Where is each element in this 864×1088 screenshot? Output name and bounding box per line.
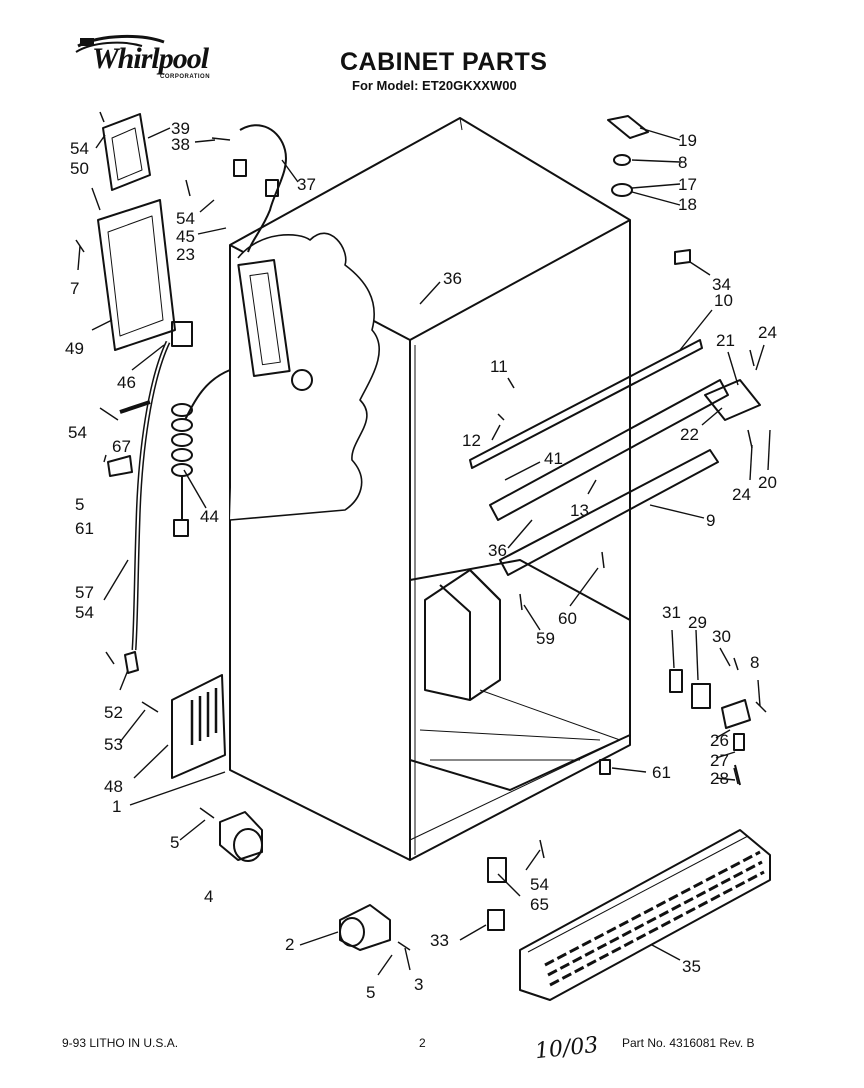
callout-54: 54 [70, 139, 89, 158]
callout-49: 49 [65, 339, 84, 358]
callout-17: 17 [678, 175, 697, 194]
callout-35: 35 [682, 957, 701, 976]
callout-26: 26 [710, 731, 729, 750]
model-subtitle: For Model: ET20GKXXW00 [352, 78, 517, 93]
callout-29: 29 [688, 613, 707, 632]
screws [75, 111, 767, 951]
callout-3: 3 [414, 975, 423, 994]
callout-5: 5 [366, 983, 375, 1002]
callout-27: 27 [710, 751, 729, 770]
callout-45: 45 [176, 227, 195, 246]
toe-grille-35 [519, 829, 771, 1001]
callout-48: 48 [104, 777, 123, 796]
brand-name: Whirlpool [92, 42, 209, 75]
callout-11: 11 [490, 357, 508, 376]
callout-36: 36 [443, 269, 462, 288]
callout-52: 52 [104, 703, 123, 722]
callout-44: 44 [200, 507, 219, 526]
callout-41: 41 [544, 449, 563, 468]
cabinet-shell [229, 117, 631, 861]
callout-54: 54 [75, 603, 94, 622]
callout-65: 65 [530, 895, 549, 914]
print-info: 9-93 LITHO IN U.S.A. [62, 1036, 179, 1050]
callout-24: 24 [732, 485, 751, 504]
power-cord-44 [171, 369, 231, 537]
callout-10: 10 [714, 291, 733, 310]
callout-13: 13 [570, 501, 589, 520]
callout-20: 20 [758, 473, 777, 492]
leader-lines [77, 127, 771, 976]
callout-4: 4 [204, 887, 213, 906]
callout-61: 61 [75, 519, 94, 538]
brand-corporation: CORPORATION [160, 74, 211, 80]
drain-tube-57 [131, 321, 193, 651]
callout-7: 7 [70, 279, 79, 298]
page-number: 2 [419, 1036, 426, 1050]
callout-8: 8 [750, 653, 759, 672]
callout-53: 53 [104, 735, 123, 754]
callout-37: 37 [297, 175, 316, 194]
rear-roller-4 [219, 811, 263, 862]
callout-67: 67 [112, 437, 131, 456]
control-housing-39 [102, 113, 151, 191]
callout-33: 33 [430, 931, 449, 950]
access-cover-48 [171, 674, 226, 779]
callout-54: 54 [68, 423, 87, 442]
callout-57: 57 [75, 583, 94, 602]
page-title: CABINET PARTS [340, 48, 548, 76]
callout-5: 5 [170, 833, 179, 852]
callout-50: 50 [70, 159, 89, 178]
whirlpool-logo [72, 32, 222, 84]
callout-18: 18 [678, 195, 697, 214]
callout-36: 36 [488, 541, 507, 560]
callout-54: 54 [176, 209, 195, 228]
callout-21: 21 [716, 331, 735, 350]
whirlpool-swirl-icon [75, 34, 165, 53]
callout-30: 30 [712, 627, 731, 646]
callout-60: 60 [558, 609, 577, 628]
callout-61: 61 [652, 763, 671, 782]
wiring-harness-37 [233, 124, 287, 253]
small-brackets [107, 400, 611, 931]
callout-54: 54 [530, 875, 549, 894]
callout-8: 8 [678, 153, 687, 172]
callout-19: 19 [678, 131, 697, 150]
callout-23: 23 [176, 245, 195, 264]
callout-34: 34 [712, 275, 731, 294]
callout-39: 39 [171, 119, 190, 138]
callout-28: 28 [710, 769, 729, 788]
callout-38: 38 [171, 135, 190, 154]
callout-5: 5 [75, 495, 84, 514]
bottom-hinge-assembly [669, 669, 751, 786]
callout-2: 2 [285, 935, 294, 954]
part-number: Part No. 4316081 Rev. B [622, 1036, 755, 1050]
callout-1: 1 [112, 797, 121, 816]
callout-22: 22 [680, 425, 699, 444]
front-roller-2 [339, 904, 391, 951]
callout-59: 59 [536, 629, 555, 648]
callout-9: 9 [706, 511, 715, 530]
callout-24: 24 [758, 323, 777, 342]
callout-12: 12 [462, 431, 481, 450]
callout-labels: 39 38 54 50 37 54 45 23 7 49 36 46 54 67… [65, 119, 777, 1002]
back-panel-49 [97, 199, 176, 351]
callout-46: 46 [117, 373, 136, 392]
callout-31: 31 [662, 603, 681, 622]
